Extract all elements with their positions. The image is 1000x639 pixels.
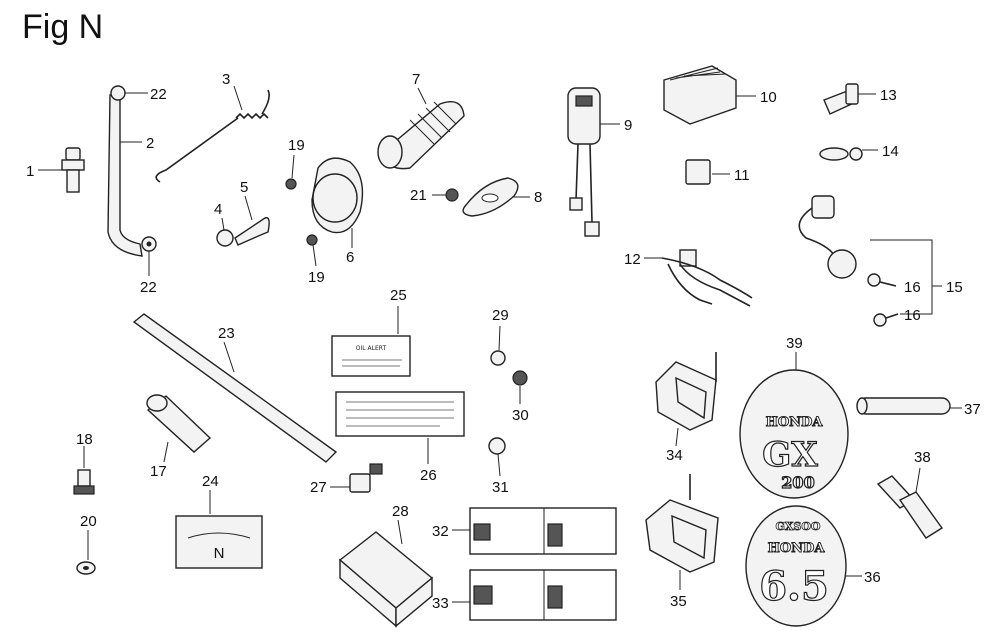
part-10-rectifier xyxy=(663,65,756,125)
callout-10: 10 xyxy=(760,89,777,106)
callout-27: 27 xyxy=(310,479,327,496)
part-13-bolt xyxy=(823,83,876,115)
callout-16-bottom: 16 xyxy=(904,307,921,324)
callout-35: 35 xyxy=(670,593,687,610)
callout-24: 24 xyxy=(202,473,219,490)
part-29-grommet xyxy=(490,325,506,366)
emblem-39-number: 200 xyxy=(781,473,814,492)
part-15-key-switch xyxy=(798,195,942,315)
callout-15: 15 xyxy=(946,279,963,296)
part-34-mount xyxy=(655,352,717,447)
callout-30: 30 xyxy=(512,407,529,424)
part-16-key-top xyxy=(867,273,897,287)
callout-5: 5 xyxy=(240,179,248,196)
callout-34: 34 xyxy=(666,447,683,464)
callout-9: 9 xyxy=(624,117,632,134)
emblem-39-brand: HONDA xyxy=(766,415,824,430)
part-38-spark-plug xyxy=(876,467,944,539)
part-18-plug xyxy=(73,446,95,495)
part-6-cover xyxy=(311,157,364,248)
part-11-relay xyxy=(685,159,730,185)
callout-20: 20 xyxy=(80,513,97,530)
part-25-oil-alert-label: OIL ALERT xyxy=(331,306,411,377)
callout-19-top: 19 xyxy=(288,137,305,154)
callout-6: 6 xyxy=(346,249,354,266)
callout-4: 4 xyxy=(214,201,222,218)
part-19-screw-bottom xyxy=(306,234,318,267)
part-39-emblem: HONDA GX 200 xyxy=(739,352,849,499)
callout-7: 7 xyxy=(412,71,420,88)
callout-36: 36 xyxy=(864,569,881,586)
part-35-mount xyxy=(645,474,719,590)
part-5-funnel xyxy=(234,195,270,246)
callout-23: 23 xyxy=(218,325,235,342)
callout-21: 21 xyxy=(410,187,427,204)
part-1-fitting xyxy=(38,147,85,193)
part-4-cap xyxy=(216,217,234,247)
part-28-kit-box xyxy=(338,519,434,628)
part-21-nut xyxy=(432,188,459,202)
part-7-grip xyxy=(377,87,465,170)
part-16-key-bottom xyxy=(873,313,899,327)
part-22-clamp-bottom xyxy=(141,236,157,276)
callout-22-bottom: 22 xyxy=(140,279,157,296)
emblem-36-brand: HONDA xyxy=(768,541,826,556)
part-23-bar xyxy=(132,313,338,463)
figure-title: Fig N xyxy=(22,8,104,46)
callout-2: 2 xyxy=(146,135,154,152)
callout-14: 14 xyxy=(882,143,899,160)
label-25-text: OIL ALERT xyxy=(356,345,387,352)
part-24-neutral-label: N xyxy=(175,490,263,569)
emblem-39-model: GX xyxy=(762,435,818,475)
callout-11: 11 xyxy=(734,167,750,184)
part-30-nut xyxy=(512,370,528,404)
part-32-warning-label xyxy=(452,507,617,555)
part-26-info-label xyxy=(335,391,465,464)
callout-37: 37 xyxy=(964,401,981,418)
callout-32: 32 xyxy=(432,523,449,540)
label-24-text: N xyxy=(214,545,225,562)
emblem-36-number: 6.5 xyxy=(759,563,829,610)
part-12-harness xyxy=(644,249,753,307)
callout-12: 12 xyxy=(624,251,641,268)
callout-25: 25 xyxy=(390,287,407,304)
part-36-emblem: GXSOO HONDA 6.5 xyxy=(745,505,862,627)
part-17-wrench xyxy=(146,394,212,463)
part-2-tube xyxy=(107,94,143,257)
emblem-36-top: GXSOO xyxy=(775,520,820,533)
part-19-screw-top xyxy=(285,154,297,190)
callout-22-top: 22 xyxy=(150,86,167,103)
part-20-washer xyxy=(76,530,96,575)
callout-labels: 1 2 3 4 5 6 7 8 9 10 11 12 13 14 15 16 1… xyxy=(26,71,981,612)
part-22-clamp-top xyxy=(110,85,148,101)
part-31-clip xyxy=(488,437,506,477)
part-33-warning-label xyxy=(452,569,617,621)
callout-31: 31 xyxy=(492,479,509,496)
callout-8: 8 xyxy=(534,189,542,206)
callout-19-bottom: 19 xyxy=(308,269,325,286)
part-9-module xyxy=(567,87,620,237)
callout-28: 28 xyxy=(392,503,409,520)
callout-38: 38 xyxy=(914,449,931,466)
callout-17: 17 xyxy=(150,463,167,480)
callout-3: 3 xyxy=(222,71,230,88)
part-14-clip xyxy=(819,147,878,161)
part-27-sensor xyxy=(330,463,383,493)
callout-26: 26 xyxy=(420,467,437,484)
part-37-sleeve xyxy=(856,397,962,415)
callout-33: 33 xyxy=(432,595,449,612)
callout-1: 1 xyxy=(26,163,34,180)
callout-13: 13 xyxy=(880,87,897,104)
callout-18: 18 xyxy=(76,431,93,448)
callout-29: 29 xyxy=(492,307,509,324)
callout-39: 39 xyxy=(786,335,803,352)
part-8-gasket xyxy=(462,177,530,217)
part-3-spring-rod xyxy=(155,85,270,183)
callout-16-top: 16 xyxy=(904,279,921,296)
